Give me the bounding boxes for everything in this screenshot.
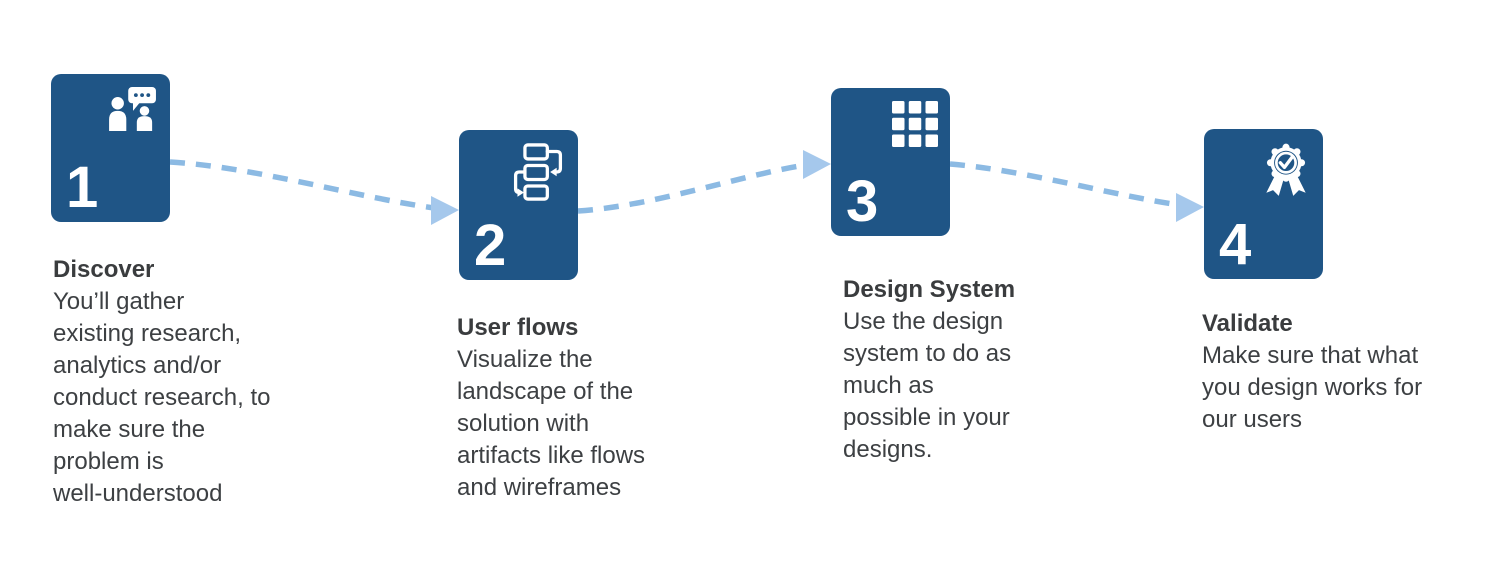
arrowhead-icon (431, 196, 459, 225)
step-text-design-system: Design System Use the design system to d… (843, 274, 1058, 466)
connector-step2-step3 (577, 150, 831, 214)
step-text-validate: Validate Make sure that what you design … (1202, 308, 1452, 436)
step-number: 1 (66, 155, 99, 221)
step-number: 4 (1219, 212, 1252, 278)
connector-step3-step4 (949, 161, 1204, 222)
step-title: User flows (457, 314, 579, 341)
step-title: Design System (843, 276, 1016, 303)
step-card-discover: 1 (51, 74, 170, 222)
people-conversation-icon (108, 87, 158, 136)
step-card-design-system: 3 (831, 88, 950, 236)
step-card-user-flows: 2 (459, 130, 578, 280)
award-ribbon-icon (1261, 142, 1311, 205)
connector-step1-step2 (169, 159, 459, 225)
step-description: Use the design system to do as much as p… (843, 308, 1012, 463)
step-title: Discover (53, 256, 155, 283)
step-description: Visualize the landscape of the solution … (457, 346, 646, 501)
flowchart-icon (510, 143, 566, 206)
step-description: You’ll gather existing research, analyti… (53, 288, 271, 507)
step-number: 3 (846, 169, 879, 235)
step-title: Validate (1202, 310, 1293, 337)
step-description: Make sure that what you design works for… (1202, 342, 1423, 433)
arrowhead-icon (803, 150, 831, 179)
arrowhead-icon (1176, 193, 1204, 222)
step-text-discover: Discover You’ll gather existing research… (53, 254, 308, 510)
step-card-validate: 4 (1204, 129, 1323, 279)
step-number: 2 (474, 213, 507, 279)
grid-icon (892, 101, 938, 152)
step-text-user-flows: User flows Visualize the landscape of th… (457, 312, 697, 504)
